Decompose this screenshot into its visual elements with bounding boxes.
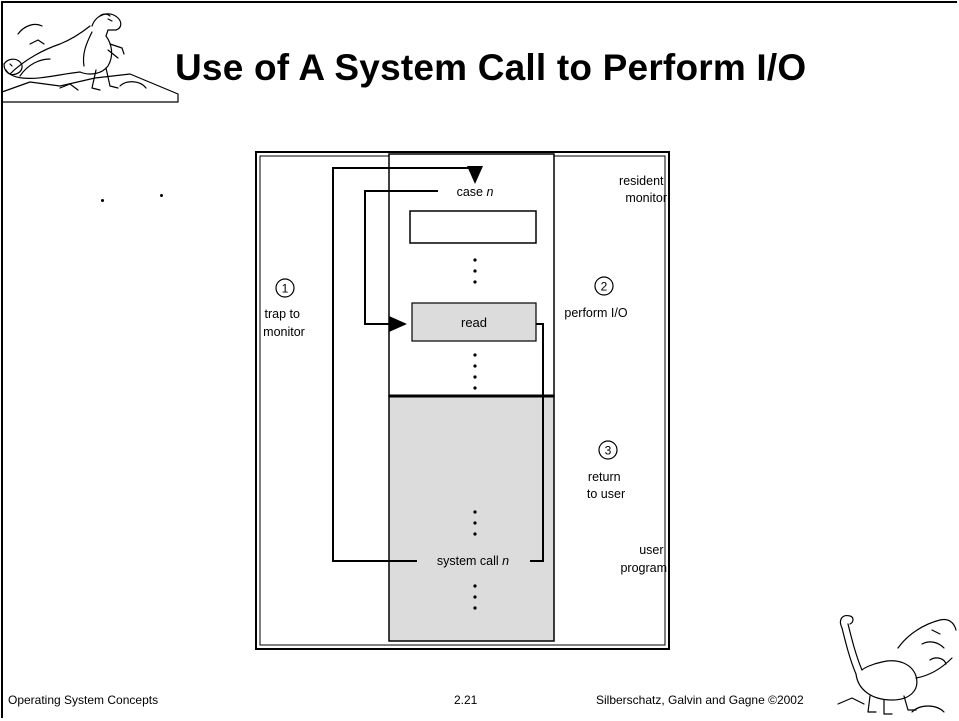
step-3-number: 3	[605, 444, 612, 458]
stray-dot	[101, 199, 104, 202]
system-call-diagram: case n read system call n resident monit…	[255, 151, 671, 651]
dispatch-table-box	[410, 211, 536, 243]
syscall-label: system call n	[437, 554, 509, 568]
footer-book-title: Operating System Concepts	[8, 693, 158, 707]
footer-authors: Silberschatz, Galvin and Gagne ©2002	[596, 693, 804, 707]
stray-dot	[160, 194, 163, 197]
case-label: case n	[457, 185, 494, 199]
slide-title: Use of A System Call to Perform I/O	[175, 47, 806, 89]
step-2-number: 2	[601, 280, 608, 294]
footer-page-number: 2.21	[454, 693, 477, 707]
step-2-label: perform I/O	[564, 306, 627, 320]
dinosaur-mascot-top-icon	[0, 4, 180, 104]
step-1-number: 1	[282, 282, 289, 296]
user-program-region	[389, 396, 554, 641]
read-label: read	[461, 315, 487, 330]
dinosaur-mascot-bottom-icon	[812, 600, 958, 720]
